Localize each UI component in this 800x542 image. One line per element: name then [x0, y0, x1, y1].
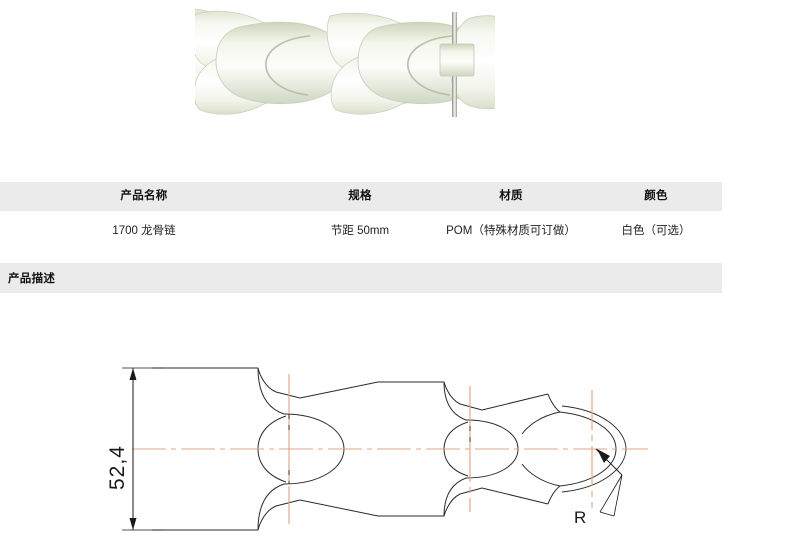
spec-table-row: 1700 龙骨链 节距 50mm POM（特殊材质可订做） 白色（可选）	[0, 211, 722, 251]
drawing-centerlines	[132, 374, 648, 524]
radius-callout	[595, 448, 623, 517]
height-dimension	[122, 367, 164, 531]
spec-header-color: 颜色	[644, 190, 668, 203]
technical-drawing: 52,4 R	[0, 330, 800, 542]
radius-label: R	[574, 508, 586, 527]
product-description-label: 产品描述	[8, 273, 56, 285]
product-spec-table: 产品名称 规格 材质 颜色 1700 龙骨链 节距 50mm POM（特殊材质可…	[0, 182, 722, 251]
spec-value-material: POM（特殊材质可订做）	[446, 224, 576, 237]
spec-header-material: 材质	[499, 190, 523, 203]
spec-header-product-name: 产品名称	[120, 190, 168, 203]
spec-table-header-row: 产品名称 规格 材质 颜色	[0, 182, 722, 211]
spec-header-specification: 规格	[348, 190, 372, 203]
chain-body-1	[215, 21, 349, 105]
steel-pin	[439, 12, 475, 117]
spec-value-specification: 节距 50mm	[330, 224, 390, 237]
height-dimension-label: 52,4	[106, 445, 129, 490]
spec-value-color: 白色（可选）	[621, 224, 691, 237]
product-description-section-bar: 产品描述	[0, 263, 722, 293]
spec-value-product-name: 1700 龙骨链	[112, 224, 176, 237]
pin-retainer-block	[439, 43, 475, 77]
chain-photo-group	[195, 8, 495, 117]
chain-profile-outlines	[152, 367, 627, 531]
product-photo	[0, 0, 800, 170]
